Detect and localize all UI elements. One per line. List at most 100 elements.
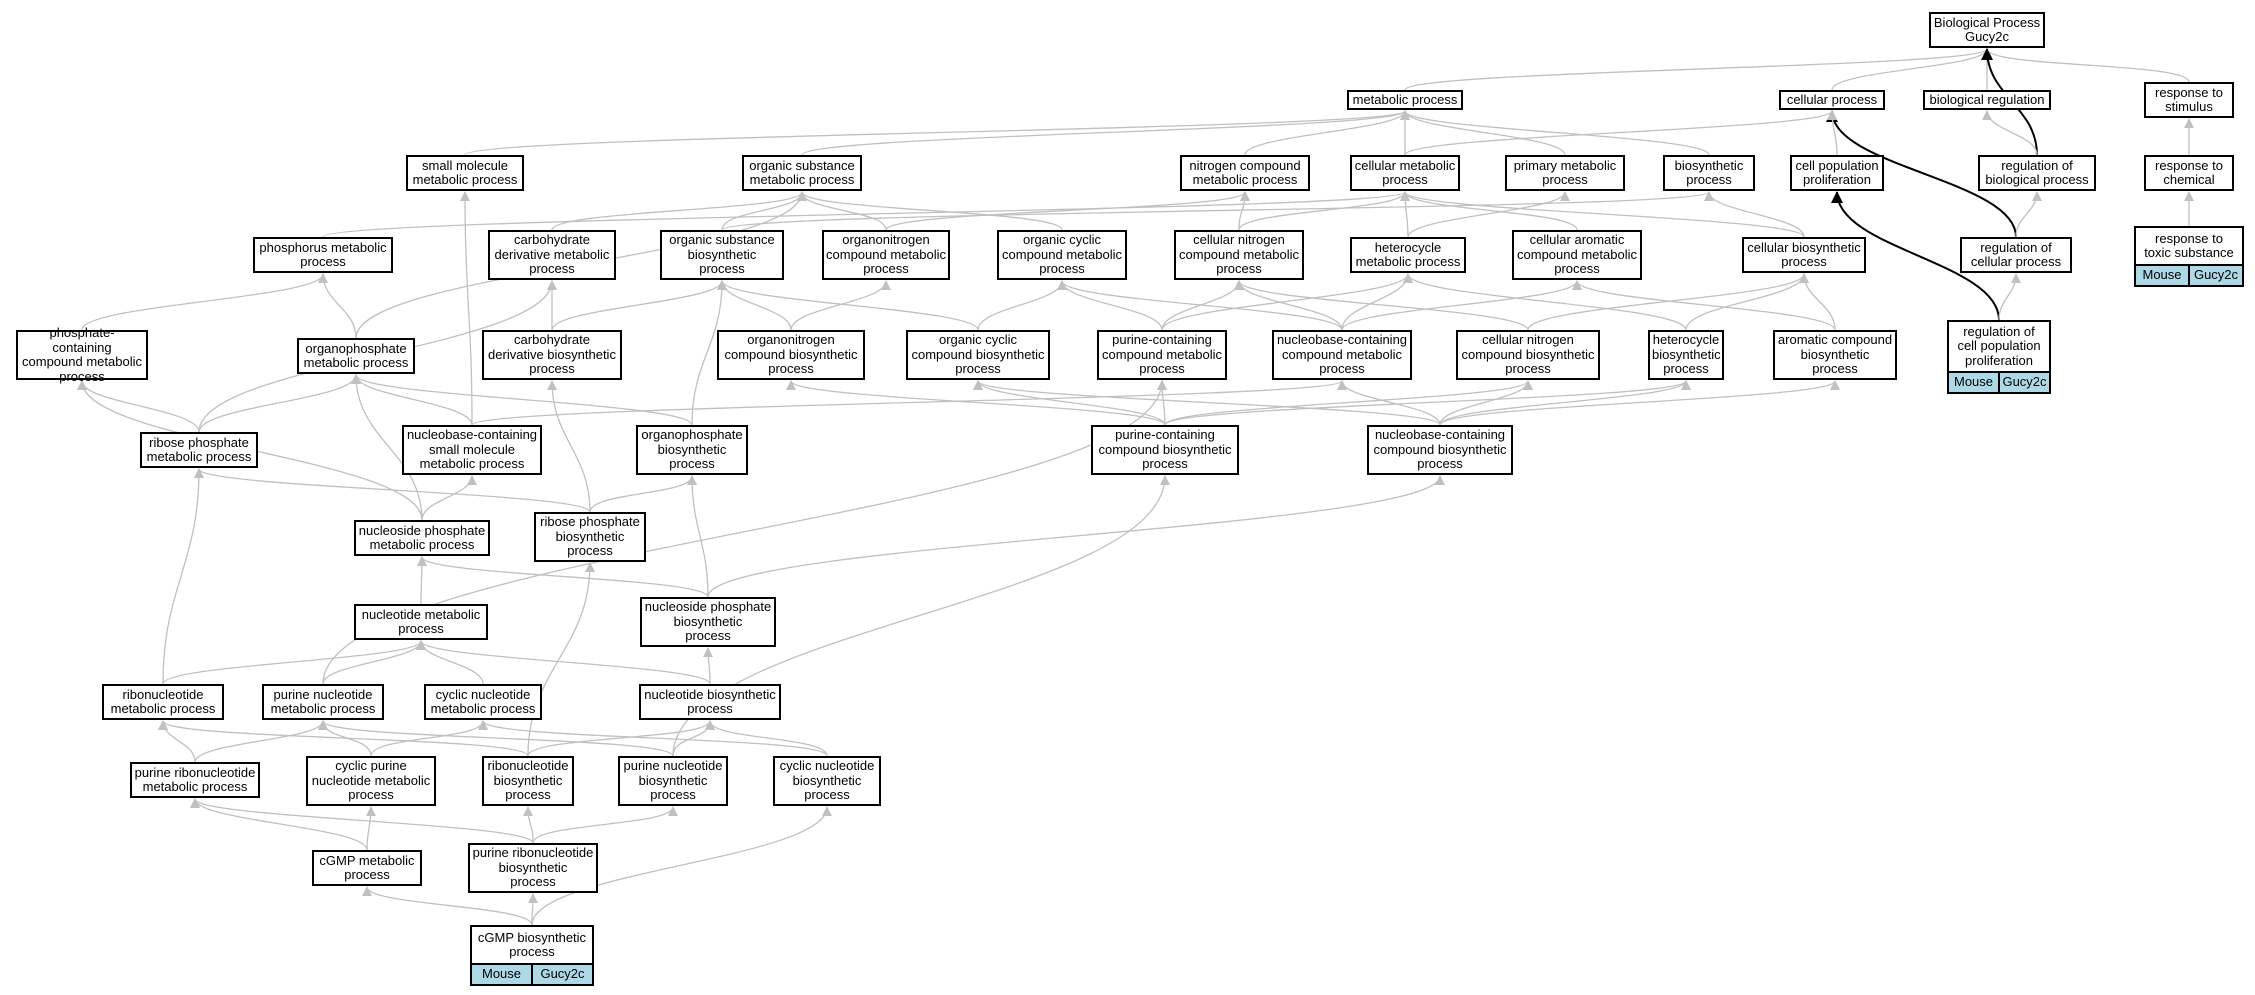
go-term-label: cellular metabolic process (1354, 157, 1456, 187)
edge-ribnucbio-to-ribnucmet (158, 720, 529, 757)
go-term-cellmet[interactable]: cellular metabolic process (1350, 155, 1460, 191)
go-term-bioreg[interactable]: biological regulation (1923, 90, 2051, 110)
go-term-nucphosbio[interactable]: nucleoside phosphate biosynthetic proces… (640, 597, 776, 647)
go-term-metabolic[interactable]: metabolic process (1347, 90, 1463, 110)
go-term-ribnucbio[interactable]: ribonucleotide biosynthetic process (482, 756, 574, 806)
go-term-purcontbio[interactable]: purine-containing compound biosynthetic … (1091, 425, 1239, 475)
go-term-carbbio[interactable]: carbohydrate derivative biosynthetic pro… (482, 330, 622, 380)
go-term-label: organic cyclic compound biosynthetic pro… (911, 332, 1045, 377)
go-term-orgsubbio[interactable]: organic substance biosynthetic process (660, 230, 784, 280)
go-term-label: nucleoside phosphate metabolic process (358, 522, 486, 552)
edge-nbcontbio-to-nbcont (1337, 380, 1441, 426)
edge-cycnucmet-to-nucmet (416, 640, 484, 685)
go-term-organonitbio[interactable]: organonitrogen compound biosynthetic pro… (717, 330, 865, 380)
edge-ribnucbio-to-nucbio (527, 720, 715, 757)
go-term-orgsub[interactable]: organic substance metabolic process (742, 155, 862, 191)
go-term-cellnitbio[interactable]: cellular nitrogen compound biosynthetic … (1456, 330, 1600, 380)
go-term-regcell[interactable]: regulation of cellular process (1960, 237, 2072, 273)
go-term-smallmol[interactable]: small molecule metabolic process (406, 155, 524, 191)
edge-purcontbio-to-hetbio (1164, 380, 1691, 426)
edge-orgphosbio-to-orgsubbio (691, 280, 727, 426)
go-term-label: cellular nitrogen compound metabolic pro… (1179, 232, 1299, 277)
go-term-chemical[interactable]: response to chemical (2144, 155, 2234, 191)
go-term-orgphosbio[interactable]: organophosphate biosynthetic process (636, 425, 748, 475)
go-term-nucphos[interactable]: nucleoside phosphate metabolic process (354, 520, 490, 556)
go-term-nucmet[interactable]: nucleotide metabolic process (354, 604, 488, 640)
annotation-tag-gene: Gucy2c (2188, 266, 2242, 285)
go-term-label: organophosphate metabolic process (303, 340, 409, 370)
go-term-cellnit[interactable]: cellular nitrogen compound metabolic pro… (1174, 230, 1304, 280)
edge-carbbio-to-orgsubbio (551, 280, 727, 331)
go-term-cycnucbio[interactable]: cyclic nucleotide biosynthetic process (773, 756, 881, 806)
go-term-purnucbio[interactable]: purine nucleotide biosynthetic process (618, 756, 728, 806)
go-term-bp[interactable]: Biological Process Gucy2c (1929, 12, 2045, 48)
go-term-ribphosbio[interactable]: ribose phosphate biosynthetic process (534, 512, 646, 562)
go-term-cycnucmet[interactable]: cyclic nucleotide metabolic process (424, 684, 542, 720)
edge-nucbio-to-nucphosbio (703, 647, 714, 685)
go-term-purribmet[interactable]: purine ribonucleotide metabolic process (130, 762, 260, 798)
edge-arombio-to-cellarom (1572, 280, 1836, 331)
go-term-cellbio[interactable]: cellular biosynthetic process (1742, 237, 1866, 273)
go-term-cycpur[interactable]: cyclic purine nucleotide metabolic proce… (306, 756, 436, 806)
go-term-cellprolif[interactable]: cell population proliferation (1790, 155, 1884, 191)
go-term-purcont[interactable]: purine-containing compound metabolic pro… (1097, 330, 1227, 380)
edge-organonit-to-nitro (885, 191, 1250, 231)
edge-biosyn-to-metabolic (1400, 110, 1710, 156)
go-term-hetmet[interactable]: heterocycle metabolic process (1350, 237, 1466, 273)
go-term-label: cellular aromatic compound metabolic pro… (1517, 232, 1637, 277)
go-term-cellarom[interactable]: cellular aromatic compound metabolic pro… (1512, 230, 1642, 280)
go-term-ribnucmet[interactable]: ribonucleotide metabolic process (102, 684, 224, 720)
go-term-carbderiv[interactable]: carbohydrate derivative metabolic proces… (488, 230, 616, 280)
edge-orgcycbio-to-orgsubbio (717, 280, 979, 331)
go-term-cellular[interactable]: cellular process (1779, 90, 1885, 110)
go-term-phosmet[interactable]: phosphorus metabolic process (253, 237, 393, 273)
edge-nbcontbio-to-hetbio (1439, 380, 1691, 426)
go-term-label: ribonucleotide biosynthetic process (487, 758, 569, 803)
go-term-orgcycbio[interactable]: organic cyclic compound biosynthetic pro… (906, 330, 1050, 380)
go-term-regbio[interactable]: regulation of biological process (1978, 155, 2096, 191)
go-term-stimulus[interactable]: response to stimulus (2144, 82, 2234, 118)
go-term-label: ribonucleotide metabolic process (110, 686, 216, 716)
go-term-label: phosphorus metabolic process (259, 239, 387, 269)
edge-ribphos-to-orgphos (198, 374, 361, 433)
go-term-orgphos[interactable]: organophosphate metabolic process (297, 338, 415, 374)
edge-cgmpbio-to-cgmpmet (362, 886, 533, 926)
go-term-label: cellular nitrogen compound biosynthetic … (1461, 332, 1595, 377)
edge-organonit-to-orgsub (797, 191, 887, 231)
edge-purnucmet-to-nucmet (322, 640, 426, 685)
go-term-label: carbohydrate derivative biosynthetic pro… (488, 332, 616, 377)
edge-orgsubbio-to-biosyn (721, 191, 1714, 231)
go-term-primary[interactable]: primary metabolic process (1505, 155, 1625, 191)
go-term-nbcont[interactable]: nucleobase-containing compound metabolic… (1272, 330, 1412, 380)
go-term-nbsmall[interactable]: nucleobase-containing small molecule met… (402, 425, 542, 475)
go-term-nitro[interactable]: nitrogen compound metabolic process (1180, 155, 1310, 191)
go-term-label: carbohydrate derivative metabolic proces… (494, 232, 610, 277)
edge-nbcontbio-to-arombio (1439, 380, 1840, 426)
go-term-purnucmet[interactable]: purine nucleotide metabolic process (262, 684, 384, 720)
go-term-organonit[interactable]: organonitrogen compound metabolic proces… (822, 230, 950, 280)
edge-nbsmall-to-orgphos (351, 374, 473, 426)
go-term-biosyn[interactable]: biosynthetic process (1663, 155, 1755, 191)
go-term-label: regulation of cellular process (1970, 239, 2062, 269)
edge-metabolic-to-bp (1404, 48, 1992, 91)
edge-purribbio-to-purnucbio (532, 806, 678, 844)
go-term-regprolif[interactable]: regulation of cell population proliferat… (1947, 320, 2051, 394)
annotation-tag-species: Mouse (2136, 266, 2188, 285)
go-term-label: primary metabolic process (1513, 157, 1617, 187)
go-term-nbcontbio[interactable]: nucleobase-containing compound biosynthe… (1367, 425, 1513, 475)
go-term-arombio[interactable]: aromatic compound biosynthetic process (1773, 330, 1897, 380)
go-term-cgmpmet[interactable]: cGMP metabolic process (312, 850, 422, 886)
edge-purcontbio-to-orgcycbio (973, 380, 1166, 426)
go-term-purribbio[interactable]: purine ribonucleotide biosynthetic proce… (468, 843, 598, 893)
edge-orgcycbio-to-orgcyc (977, 280, 1067, 331)
go-term-nucbio[interactable]: nucleotide biosynthetic process (639, 684, 781, 720)
go-term-ribphos[interactable]: ribose phosphate metabolic process (140, 432, 258, 468)
go-term-label: regulation of biological process (1985, 157, 2089, 187)
go-term-orgcyc[interactable]: organic cyclic compound metabolic proces… (997, 230, 1127, 280)
go-term-label: response to toxic substance (2144, 230, 2234, 260)
go-term-phoscont[interactable]: phosphate-containing compound metabolic … (16, 325, 148, 383)
go-term-hetbio[interactable]: heterocycle biosynthetic process (1648, 330, 1724, 380)
